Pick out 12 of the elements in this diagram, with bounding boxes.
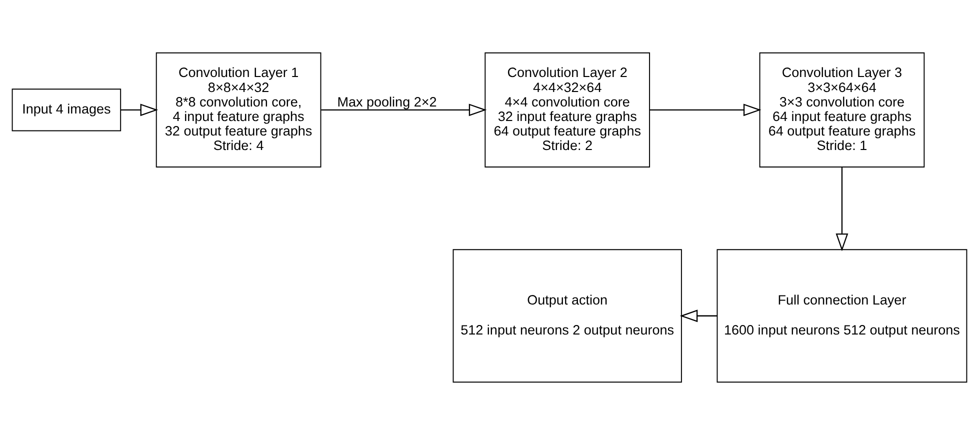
arrow <box>650 103 762 116</box>
arrow <box>321 103 487 116</box>
arrow <box>836 166 848 251</box>
edge-label: Max pooling 2×2 <box>337 94 437 109</box>
node-box: Convolution Layer 3 3×3×64×64 3×3 convolution core 64 input feature graphs 64 output feature graphs Stride: 1 <box>759 52 925 167</box>
node-box: Full connection Layer 1600 input neurons 512 output neurons <box>716 248 968 382</box>
arrow <box>120 103 158 116</box>
node-box: Output action 512 input neurons 2 output neurons <box>452 248 682 382</box>
arrow <box>680 309 718 322</box>
node-box: Convolution Layer 2 4×4×32×64 4×4 convolution core 32 input feature graphs 64 output feature graphs Stride: 2 <box>484 52 650 167</box>
node-box: Input 4 images <box>12 88 122 131</box>
node-box: Convolution Layer 1 8×8×4×32 8*8 convolution core, 4 input feature graphs 32 output feature graphs Stride: 4 <box>156 52 322 167</box>
